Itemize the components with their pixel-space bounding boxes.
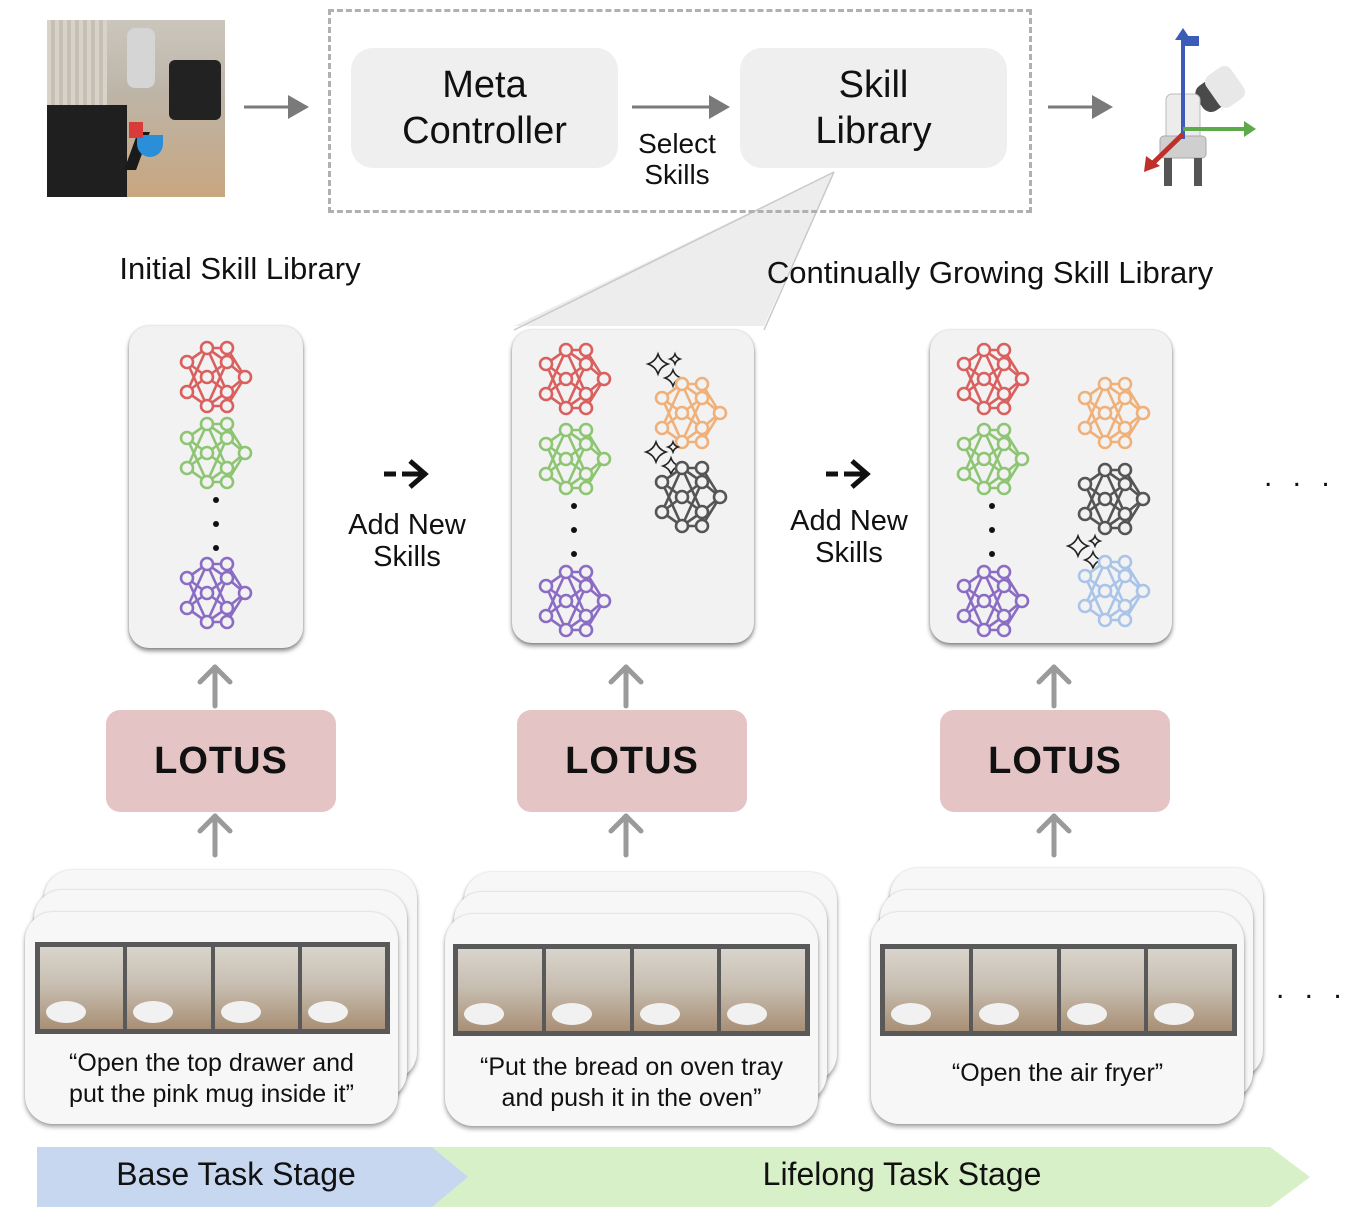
- demo-frame: [885, 949, 969, 1031]
- task-instruction-2: “Put the bread on oven tray and push it …: [480, 1053, 783, 1113]
- base-stage-band: [37, 1147, 468, 1207]
- neural-network-icon: [1077, 462, 1151, 536]
- vertical-ellipsis-icon: [213, 497, 219, 551]
- meta-controller-label: Meta Controller: [402, 63, 567, 152]
- lifelong-stage-label: Lifelong Task Stage: [762, 1156, 1042, 1192]
- lotus-box-2: LOTUS: [517, 710, 747, 812]
- ellipsis-right-libraries: . . .: [1264, 460, 1336, 493]
- task-card-2: “Put the bread on oven tray and push it …: [445, 914, 818, 1126]
- lotus-label: LOTUS: [154, 739, 288, 782]
- vertical-ellipsis-icon: [989, 503, 995, 557]
- ellipsis-right-tasks: . . .: [1276, 972, 1348, 1005]
- neural-network-icon: [179, 556, 253, 630]
- demo-frame: [721, 949, 805, 1031]
- skill-library-box: Skill Library: [740, 48, 1007, 168]
- neural-network-icon: [956, 564, 1030, 638]
- arrow-up-icon: [608, 664, 644, 709]
- vertical-ellipsis-icon: [571, 503, 577, 557]
- dashed-arrow-icon: [826, 459, 871, 489]
- demo-frame: [633, 949, 718, 1031]
- neural-network-icon: [1077, 554, 1151, 628]
- demo-frame: [214, 947, 298, 1029]
- demo-frame: [1060, 949, 1145, 1031]
- dashed-arrow-icon: [384, 459, 429, 489]
- dashed-controller-frame: [328, 9, 1032, 213]
- neural-network-icon: [179, 416, 253, 490]
- task-instruction-3: “Open the air fryer”: [951, 1059, 1164, 1087]
- robot-gripper-icon: [1144, 28, 1256, 186]
- add-new-skills-label-2: Add New Skills: [790, 505, 908, 570]
- task-instruction-1: “Open the top drawer and put the pink mu…: [69, 1049, 354, 1109]
- neural-network-icon: [654, 376, 728, 450]
- demo-frame: [545, 949, 630, 1031]
- neural-network-icon: [538, 564, 612, 638]
- growing-skill-library-1: [512, 330, 754, 643]
- neural-network-icon: [179, 340, 253, 414]
- lotus-label: LOTUS: [565, 739, 699, 782]
- lotus-label: LOTUS: [988, 739, 1122, 782]
- base-stage-label: Base Task Stage: [116, 1156, 356, 1192]
- task-card-3: “Open the air fryer”: [871, 912, 1244, 1124]
- arrow-up-icon: [608, 813, 644, 858]
- demo-frame: [127, 947, 211, 1029]
- lifelong-stage-band: [430, 1147, 1310, 1207]
- lotus-box-3: LOTUS: [940, 710, 1170, 812]
- demo-filmstrip: [453, 944, 810, 1036]
- arrow-up-icon: [197, 813, 233, 858]
- add-new-skills-label-1: Add New Skills: [348, 509, 466, 574]
- neural-network-icon: [956, 422, 1030, 496]
- demo-frame: [458, 949, 542, 1031]
- neural-network-icon: [538, 422, 612, 496]
- demo-frame: [40, 947, 124, 1029]
- meta-controller-box: Meta Controller: [351, 48, 618, 168]
- initial-library-heading: Initial Skill Library: [119, 251, 361, 286]
- arrow-up-icon: [1036, 813, 1072, 858]
- sparkle-icon: [645, 351, 684, 389]
- skill-library-label: Skill Library: [815, 63, 932, 152]
- neural-network-icon: [538, 342, 612, 416]
- task-card-1: “Open the top drawer and put the pink mu…: [25, 912, 398, 1124]
- demo-frame: [972, 949, 1057, 1031]
- select-skills-label: Select Skills: [638, 128, 716, 191]
- sparkle-icon: [1065, 533, 1104, 571]
- initial-skill-library: [129, 326, 303, 648]
- growing-library-heading: Continually Growing Skill Library: [766, 255, 1214, 290]
- scene-photo: [47, 20, 225, 197]
- arrow-up-icon: [197, 664, 233, 709]
- demo-filmstrip: [880, 944, 1237, 1036]
- demo-filmstrip: [35, 942, 390, 1034]
- neural-network-icon: [956, 342, 1030, 416]
- arrow-up-icon: [1036, 664, 1072, 709]
- growing-skill-library-2: [930, 330, 1172, 643]
- neural-network-icon: [1077, 376, 1151, 450]
- neural-network-icon: [654, 460, 728, 534]
- demo-frame: [301, 947, 385, 1029]
- lotus-box-1: LOTUS: [106, 710, 336, 812]
- demo-frame: [1148, 949, 1232, 1031]
